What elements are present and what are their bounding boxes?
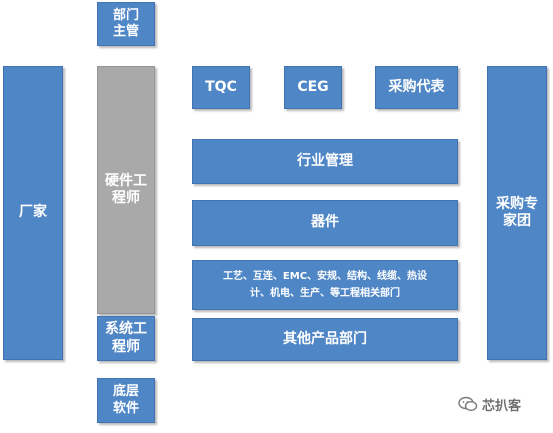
- wechat-icon: [458, 396, 478, 412]
- other-product-departments-box: 其他产品部门: [192, 318, 458, 361]
- system-engineer-box: 系统工 程师: [97, 316, 155, 361]
- industry-management-box: 行业管理: [192, 139, 458, 184]
- ceg-box: CEG: [284, 66, 342, 109]
- components-box: 器件: [192, 200, 458, 246]
- vendor-box: 厂家: [3, 66, 63, 360]
- watermark-text: 芯扒客: [482, 398, 522, 414]
- tqc-box: TQC: [192, 66, 250, 109]
- hardware-engineer-box: 硬件工 程师: [97, 66, 155, 314]
- dept-head-box: 部门 主管: [97, 2, 155, 46]
- low-level-software-box: 底层 软件: [97, 378, 155, 423]
- purchase-expert-team-box: 采购专 家团: [487, 66, 547, 360]
- purchase-rep-box: 采购代表: [375, 66, 458, 109]
- engineering-departments-box: 工艺、互连、EMC、安规、结构、线缆、热设 计、机电、生产、等工程相关部门: [192, 260, 458, 310]
- watermark: 芯扒客: [458, 392, 548, 416]
